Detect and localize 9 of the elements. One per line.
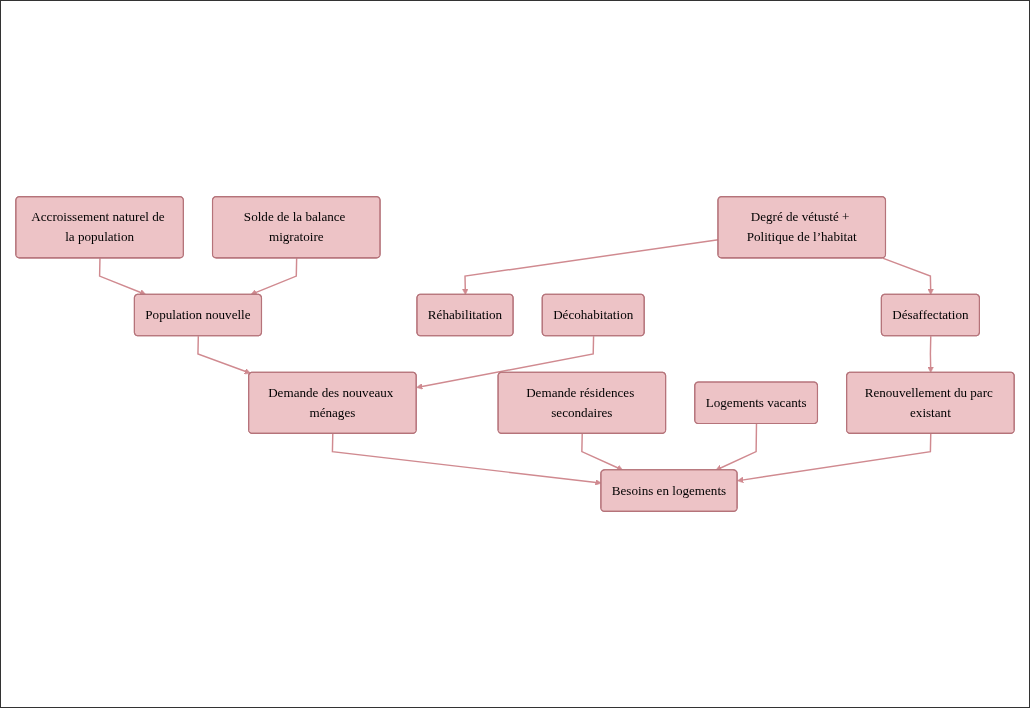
arrow	[98, 257, 147, 296]
arrow	[737, 433, 932, 484]
arrow	[927, 335, 934, 373]
arrow	[416, 335, 595, 390]
arrow	[581, 433, 624, 471]
arrow	[881, 257, 934, 295]
arrow	[715, 423, 758, 471]
arrow	[250, 257, 298, 296]
arrow	[197, 335, 251, 375]
